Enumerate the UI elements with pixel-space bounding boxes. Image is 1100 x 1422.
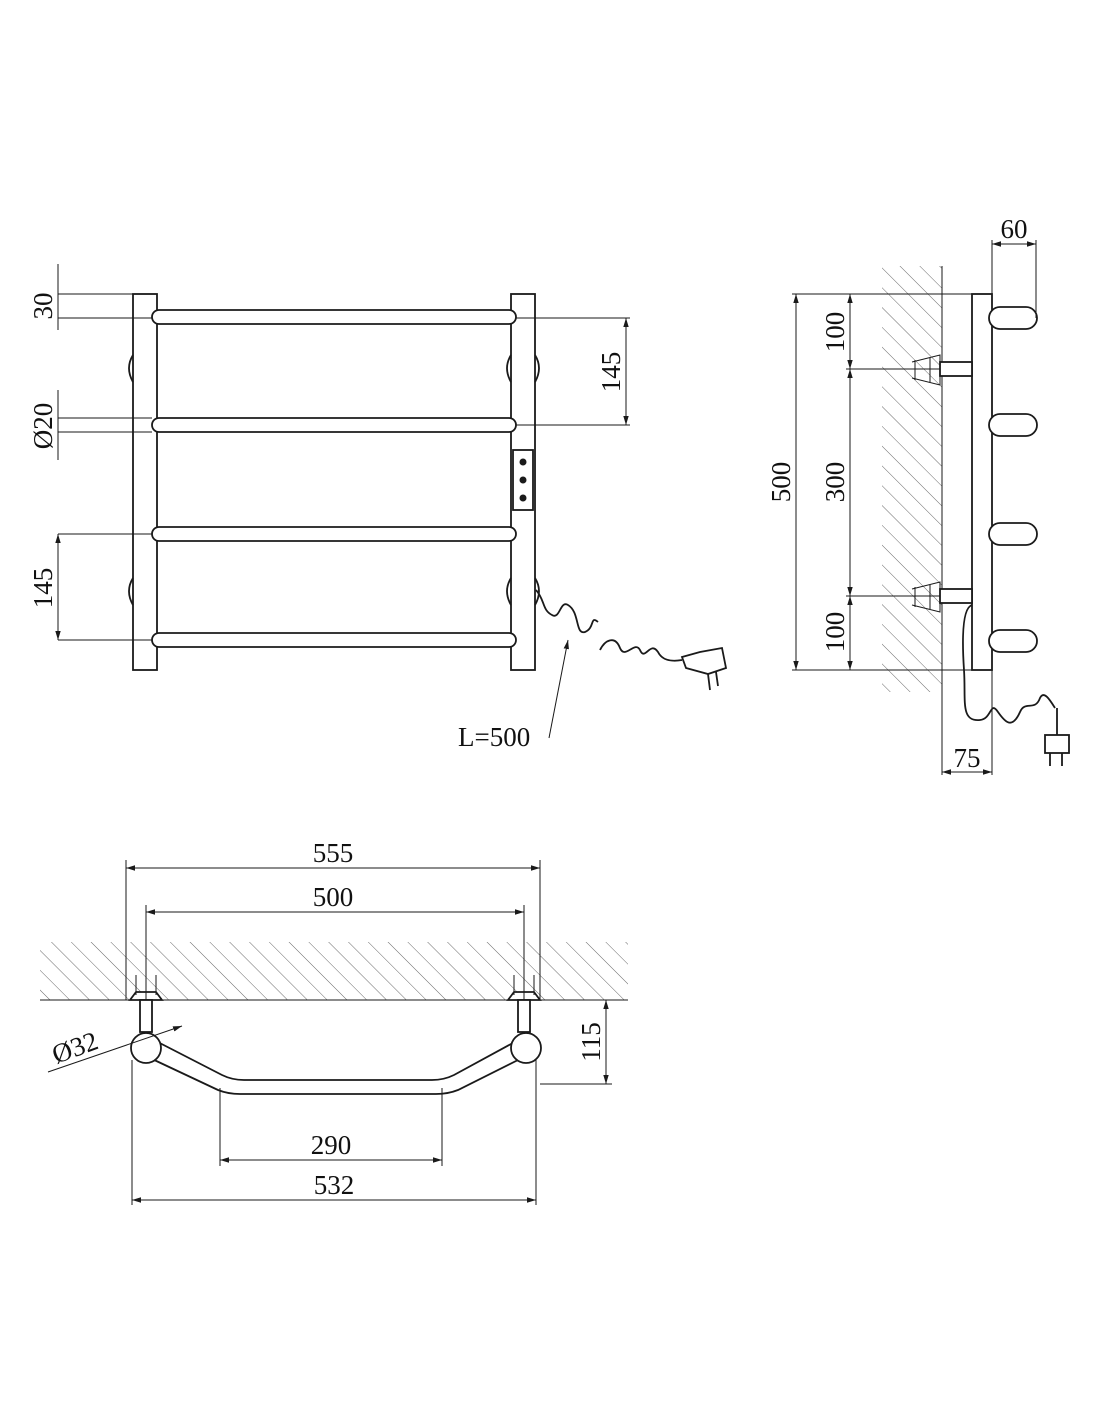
dim-straight-section: 290 (311, 1130, 352, 1160)
dim-right-spacing: 145 (596, 352, 626, 393)
dim-projection: 115 (576, 1022, 606, 1062)
top-view: 555 500 Ø32 115 290 532 (40, 838, 628, 1205)
left-lower-bracket (128, 577, 134, 606)
dim-left-spacing: 145 (28, 568, 58, 609)
side-plug-icon (1044, 708, 1070, 766)
left-post-circle (130, 1032, 162, 1064)
left-upper-bracket (128, 354, 134, 383)
dim-rail-diameter: Ø20 (28, 403, 58, 450)
left-post (132, 293, 158, 671)
dim-top-offset: 100 (820, 312, 850, 353)
dim-bottom-offset: 100 (820, 612, 850, 653)
dim-height: 500 (766, 462, 796, 503)
dim-overall-width: 555 (313, 838, 354, 868)
rail-stubs (988, 306, 1038, 653)
wall-hatch-top (40, 942, 628, 1000)
rail (151, 632, 517, 648)
control-box (512, 449, 534, 511)
wall-hatch (882, 266, 942, 692)
dim-post-diameter: Ø32 (48, 1025, 102, 1069)
dim-mount-spacing: 300 (820, 462, 850, 503)
rails (151, 309, 517, 648)
plug-icon (680, 646, 728, 691)
side-post (971, 293, 993, 671)
bent-rail (149, 1037, 523, 1095)
dim-post-width: 532 (314, 1170, 355, 1200)
dim-depth: 60 (1001, 214, 1028, 244)
rail (151, 309, 517, 325)
dim-wall-offset: 75 (954, 743, 981, 773)
dim-top-gap: 30 (28, 293, 58, 320)
dim-mount-centers: 500 (313, 882, 354, 912)
rail (151, 526, 517, 542)
right-post-circle (510, 1032, 542, 1064)
front-view: L=500 30 Ø20 145 145 (28, 264, 728, 752)
power-cable (535, 589, 683, 662)
rail (151, 417, 517, 433)
side-view: 60 500 100 300 100 75 (766, 214, 1070, 775)
cable-length-label: L=500 (458, 722, 530, 752)
